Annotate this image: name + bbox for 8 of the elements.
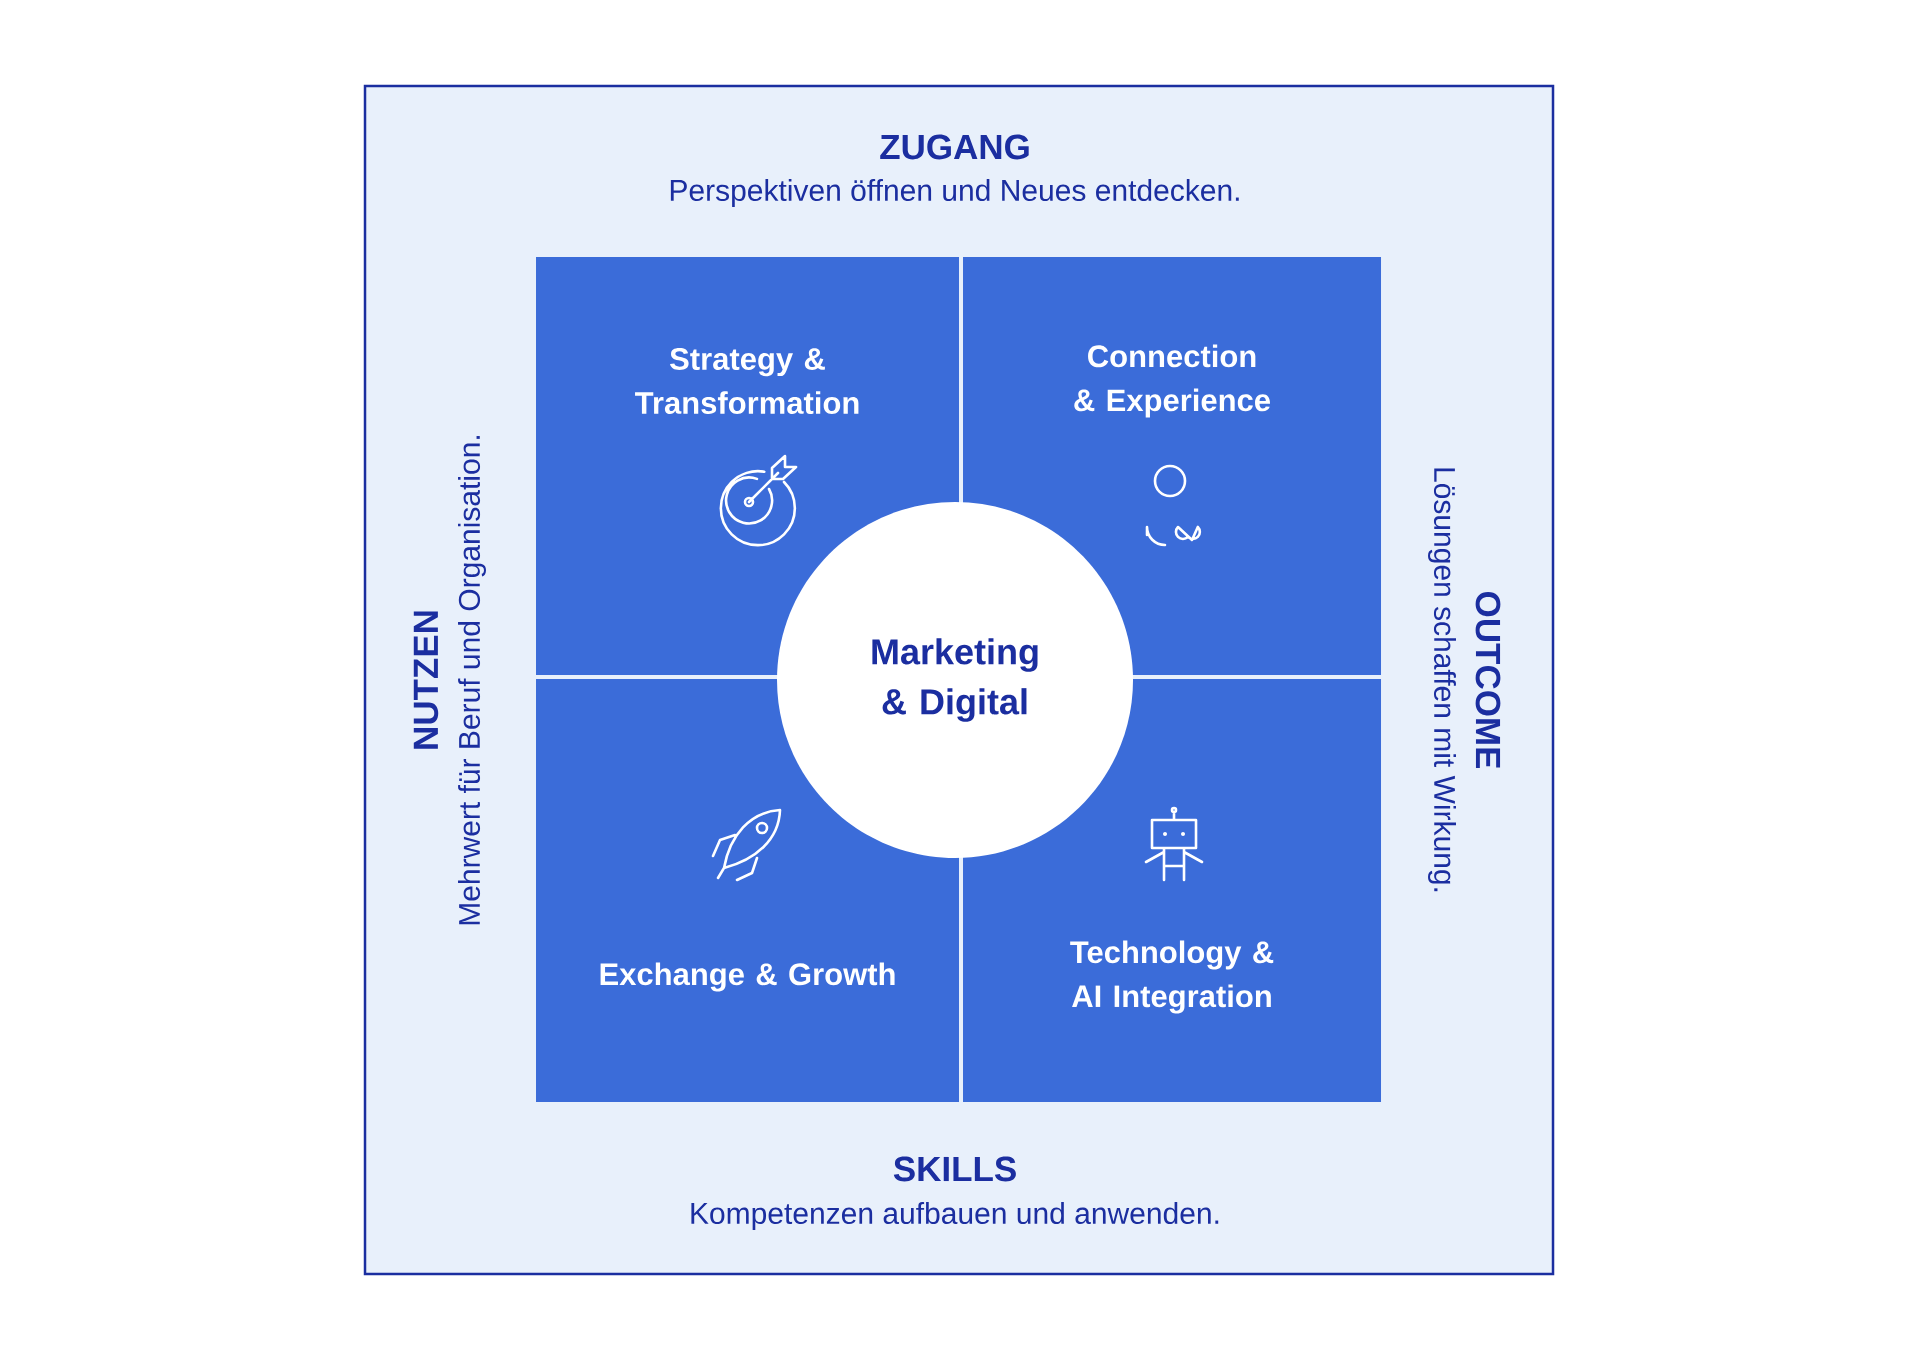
heading: NUTZEN — [413, 611, 439, 749]
subheading: Lösungen schaffen mit Wirkung. — [1428, 468, 1456, 892]
heading: SKILLS — [893, 1156, 1016, 1182]
subheading: Kompetenzen aufbauen und anwenden. — [691, 1202, 1219, 1230]
heading: ZUGANG — [880, 134, 1029, 160]
subheading: Mehrwert für Beruf und Organisation. — [458, 436, 486, 925]
subheading: Perspektiven öffnen und Neues entdecken. — [670, 179, 1239, 207]
heading: OUTCOME — [1475, 592, 1501, 769]
